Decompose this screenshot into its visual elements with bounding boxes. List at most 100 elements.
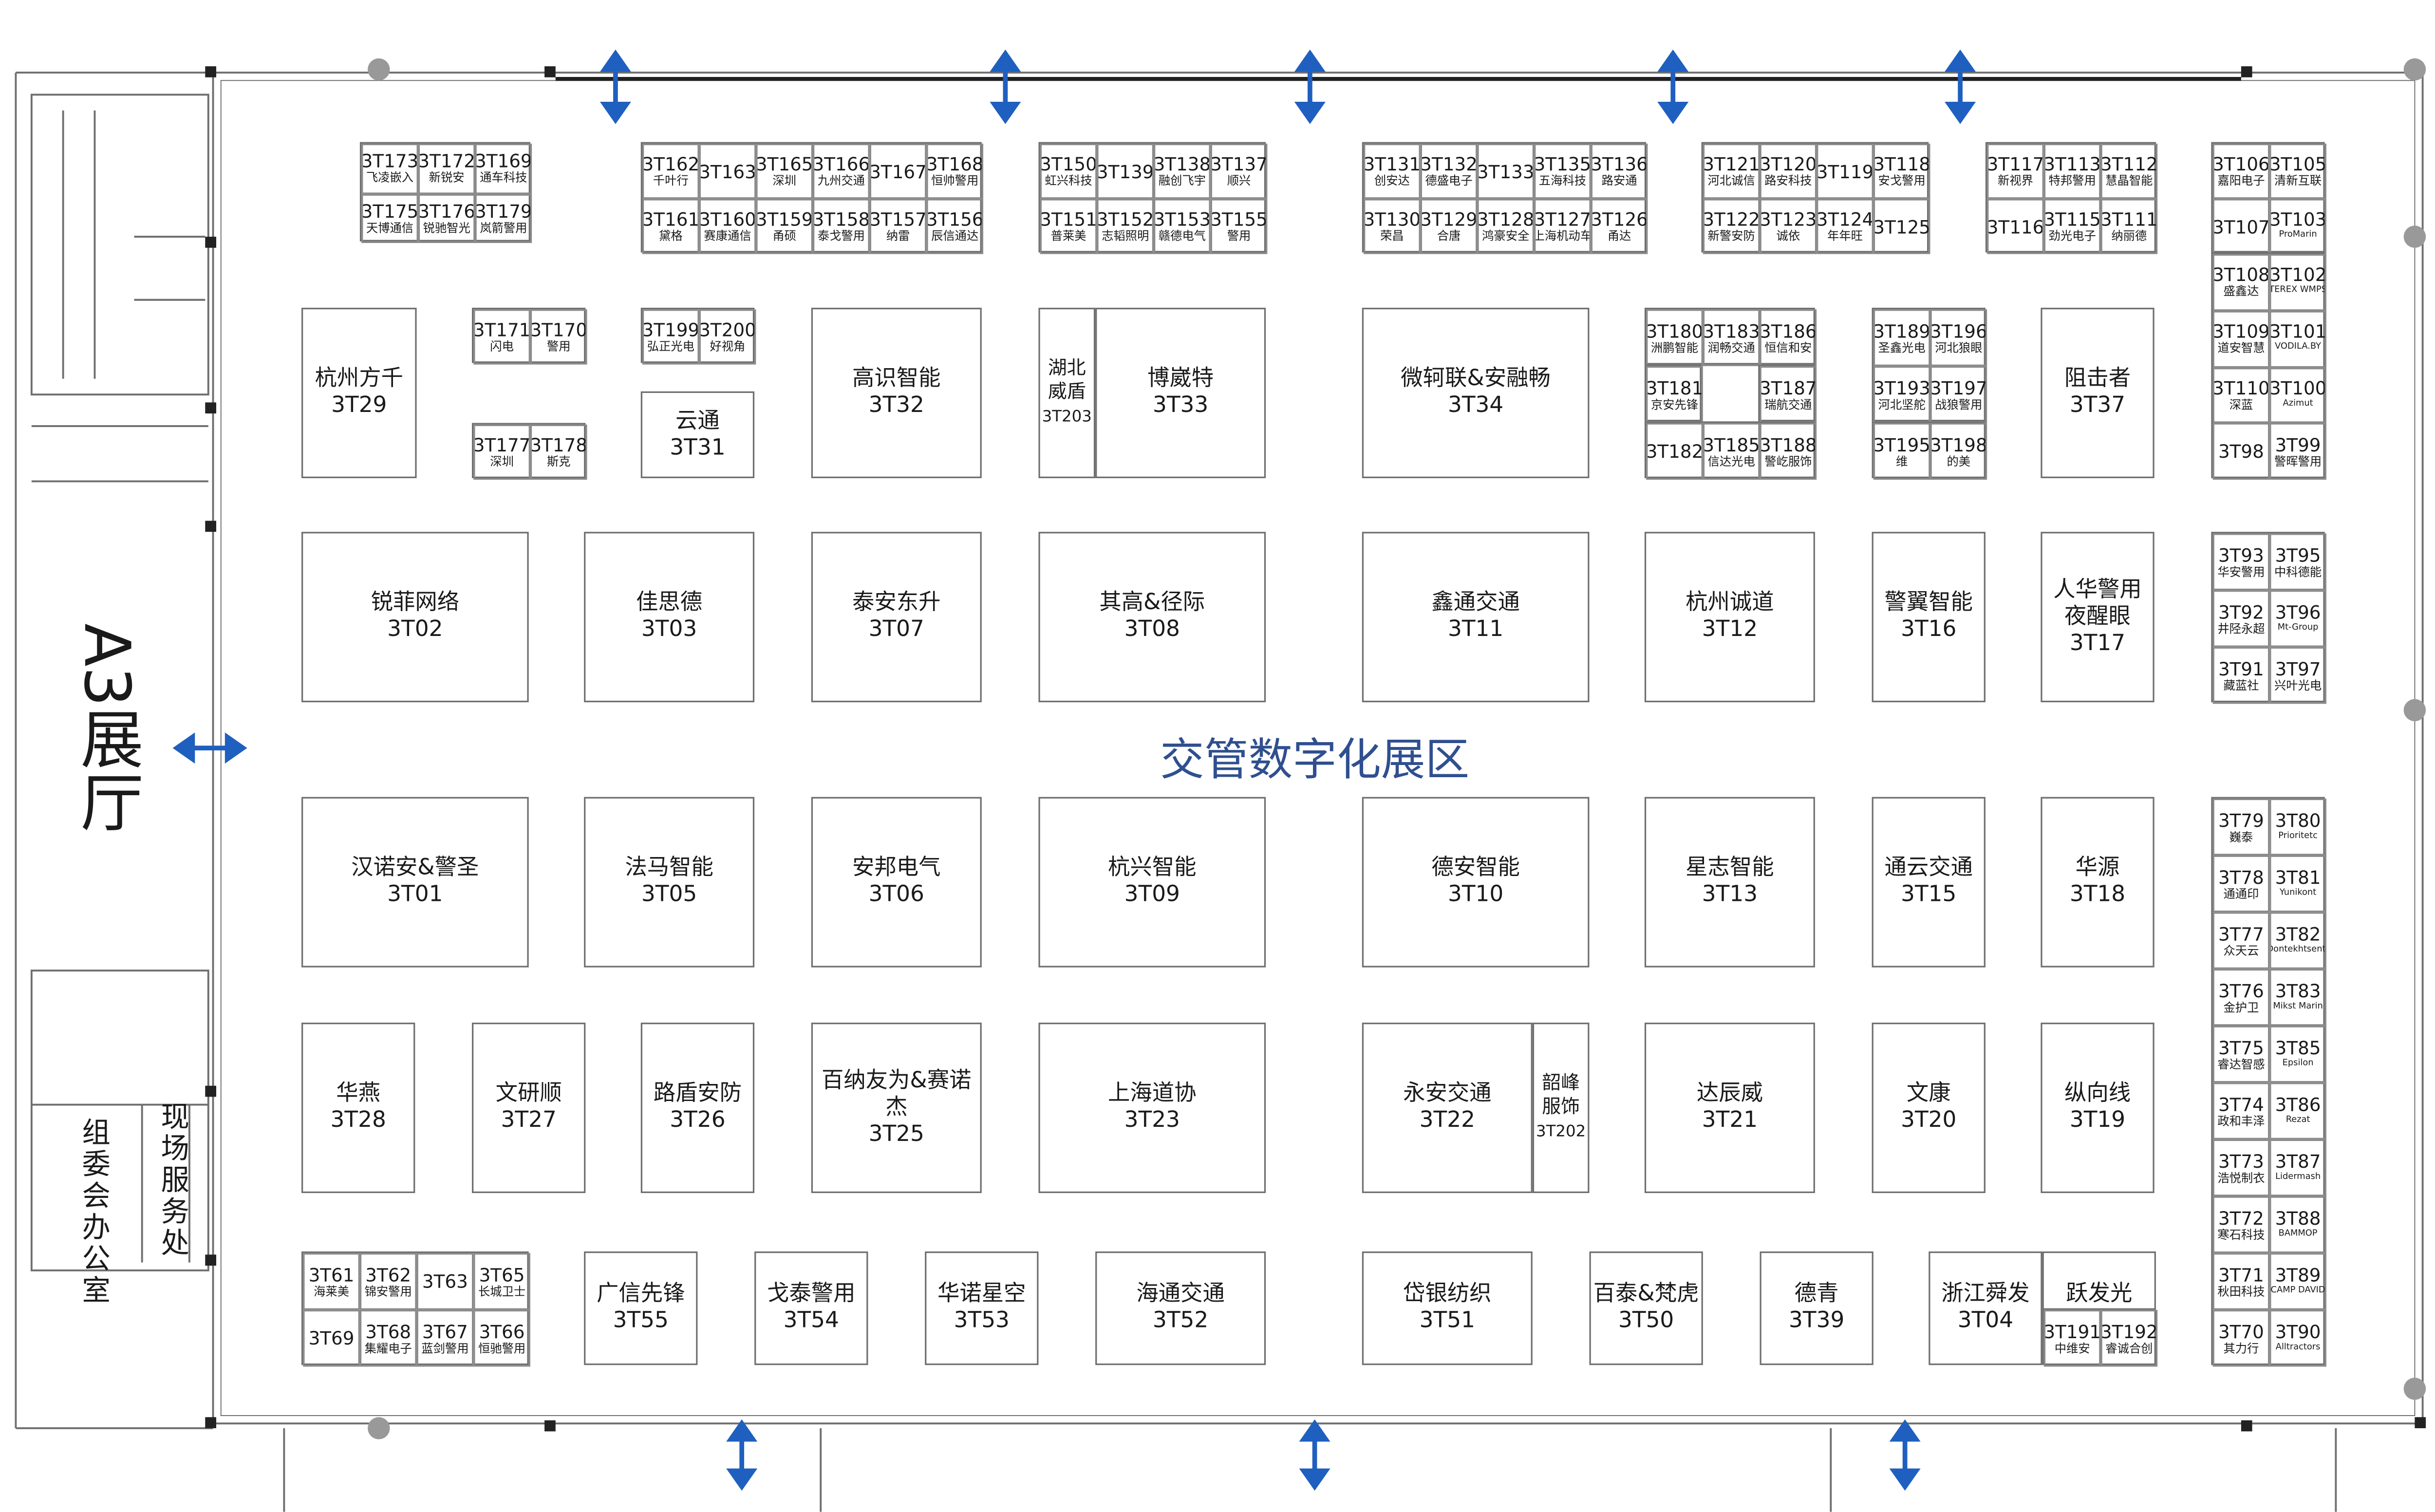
booth-code: 3T138 <box>1154 153 1211 175</box>
booth-name: 闪电 <box>490 339 514 354</box>
booth-code: 3T151 <box>1040 208 1097 231</box>
booth-name: 秋田科技 <box>2217 1284 2265 1298</box>
booth-code: 3T152 <box>1097 208 1154 231</box>
booth-code: 3T18 <box>2069 882 2126 908</box>
booth-name: 合唐 <box>1437 228 1461 243</box>
booth-name: 戈泰警用 <box>767 1281 856 1307</box>
booth-name: 五海科技 <box>1538 173 1587 188</box>
booth-code: 3T99 <box>2275 433 2321 456</box>
booth-code: 3T73 <box>2218 1149 2264 1172</box>
hall-label: A3展厅 <box>69 623 142 833</box>
booth-name: 通通印 <box>2223 886 2259 900</box>
booth-name: 上海机动车 <box>1534 228 1591 243</box>
booth-code: 3T167 <box>869 160 927 183</box>
booth-code: 3T77 <box>2218 922 2264 945</box>
booth-code: 3T15 <box>1901 882 1957 908</box>
booth-name: 华安警用 <box>2217 564 2265 579</box>
booth-code: 3T120 <box>1760 153 1817 175</box>
booth-code: 3T05 <box>641 882 697 908</box>
booth-code: 3T126 <box>1591 208 1648 231</box>
booth-name: 道安智慧 <box>2217 341 2265 355</box>
booth-3t63: 3T63 <box>416 1253 474 1310</box>
booth-name: 纵向线 <box>2064 1081 2131 1106</box>
booth-code: 3T121 <box>1703 153 1760 175</box>
booth-code: 3T110 <box>2212 377 2270 399</box>
booth-code: 3T200 <box>699 318 756 341</box>
booth-code: 3T197 <box>1930 376 1987 399</box>
booth-name: 蓝剑警用 <box>421 1341 469 1355</box>
booth-code: 3T19 <box>2069 1108 2126 1133</box>
booth-code: 3T03 <box>641 617 697 643</box>
booth-code: 3T68 <box>365 1320 412 1343</box>
booth-code: 3T203 <box>1042 408 1092 426</box>
booth-code: 3T50 <box>1618 1308 1674 1334</box>
booth-name: 新警安防 <box>1707 228 1755 243</box>
booth-3t125: 3T125 <box>1873 199 1930 254</box>
booth-name: 汉诺安&警圣 <box>351 855 479 881</box>
booth-code: 3T63 <box>422 1270 468 1293</box>
booth-name: Epsilon <box>2282 1058 2314 1068</box>
booth-name: 虹兴科技 <box>1045 173 1092 188</box>
booth-code: 3T112 <box>2100 153 2158 175</box>
booth-name: 路安科技 <box>1764 173 1812 188</box>
booth-code: 3T136 <box>1591 153 1648 175</box>
booth-code: 3T04 <box>1957 1308 2014 1334</box>
booth-name: 鸿豪安全 <box>1482 228 1530 243</box>
booth-name: 博崴特 <box>1147 366 1214 392</box>
booth-name: 斯克 <box>546 454 571 469</box>
booth-name: 的美 <box>1947 453 1971 468</box>
booth-3t167: 3T167 <box>869 143 927 199</box>
booth-code: 3T89 <box>2275 1263 2321 1286</box>
booth-name: 纳丽德 <box>2111 228 2147 243</box>
booth-name: 河北坚舵 <box>1878 397 1926 411</box>
booth-name: 慧晶智能 <box>2105 173 2153 188</box>
booth-name: 德安智能 <box>1431 855 1520 881</box>
booth-code: 3T74 <box>2218 1093 2264 1115</box>
booth-name: 河北狼眼 <box>1935 340 1983 355</box>
booth-name: 弘正光电 <box>647 339 694 354</box>
booth-code: 3T61 <box>308 1263 355 1286</box>
